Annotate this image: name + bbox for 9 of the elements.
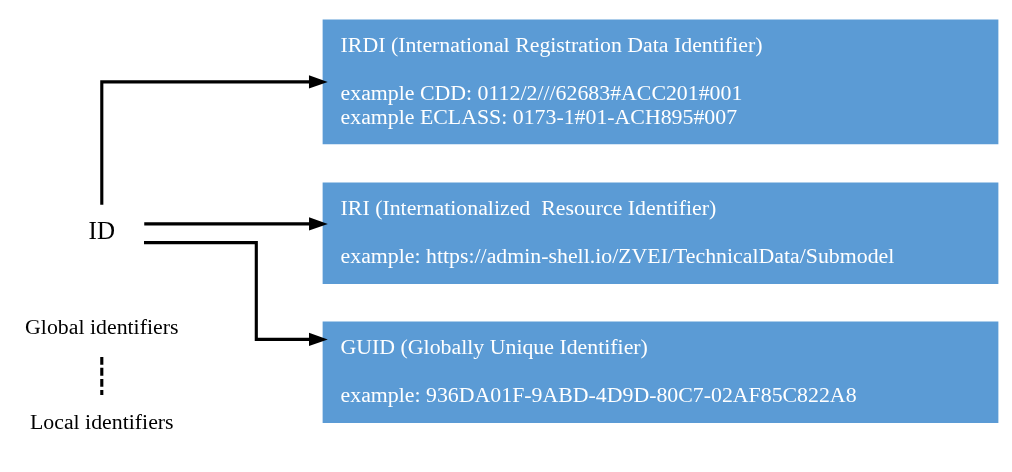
label: Global identifiers <box>25 315 179 340</box>
arrow <box>144 217 328 231</box>
node-box: IRDI (International Registration Data Identifier) example CDD: 0112/2///62683#ACC201#001 example ECLASS: 0173-1#01-ACH895#007 <box>322 19 999 145</box>
node-box: IRI (Internationalized Resource Identifier) example: https://admin-shell.io/ZVEI/TechnicalData/Submodel <box>322 182 999 284</box>
arrow <box>144 241 328 346</box>
node-text: ID <box>88 217 115 245</box>
label: Local identifiers <box>29 410 174 435</box>
node-box: GUID (Globally Unique Identifier) example: 936DA01F-9ABD-4D9D-80C7-02AF85C822A8 <box>322 321 999 423</box>
arrow <box>100 75 328 205</box>
